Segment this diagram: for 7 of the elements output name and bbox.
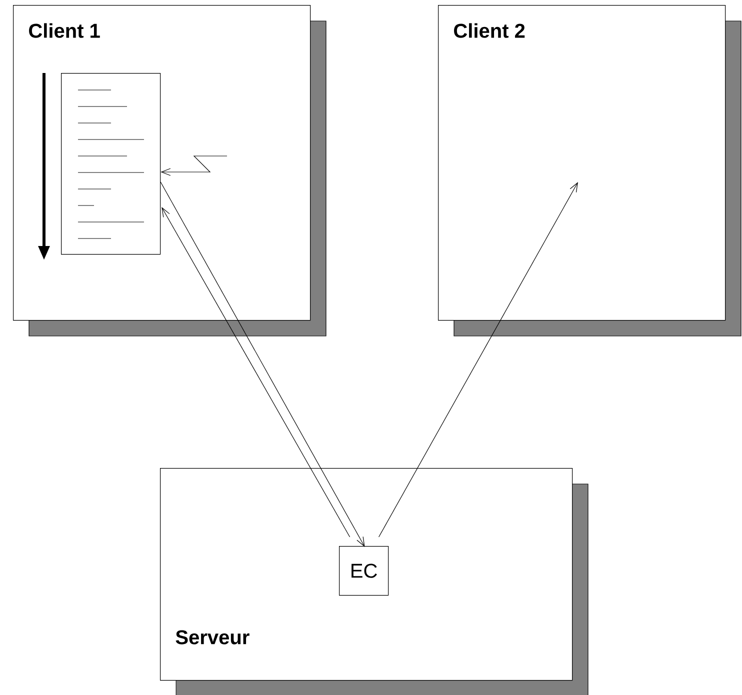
arrow bbox=[160, 156, 228, 176]
document-drawing bbox=[61, 73, 161, 255]
ec-box: EC bbox=[339, 546, 389, 596]
arrow bbox=[378, 182, 578, 538]
arrow bbox=[162, 207, 350, 538]
arrow bbox=[160, 182, 365, 547]
window: Client 2 bbox=[438, 5, 726, 321]
